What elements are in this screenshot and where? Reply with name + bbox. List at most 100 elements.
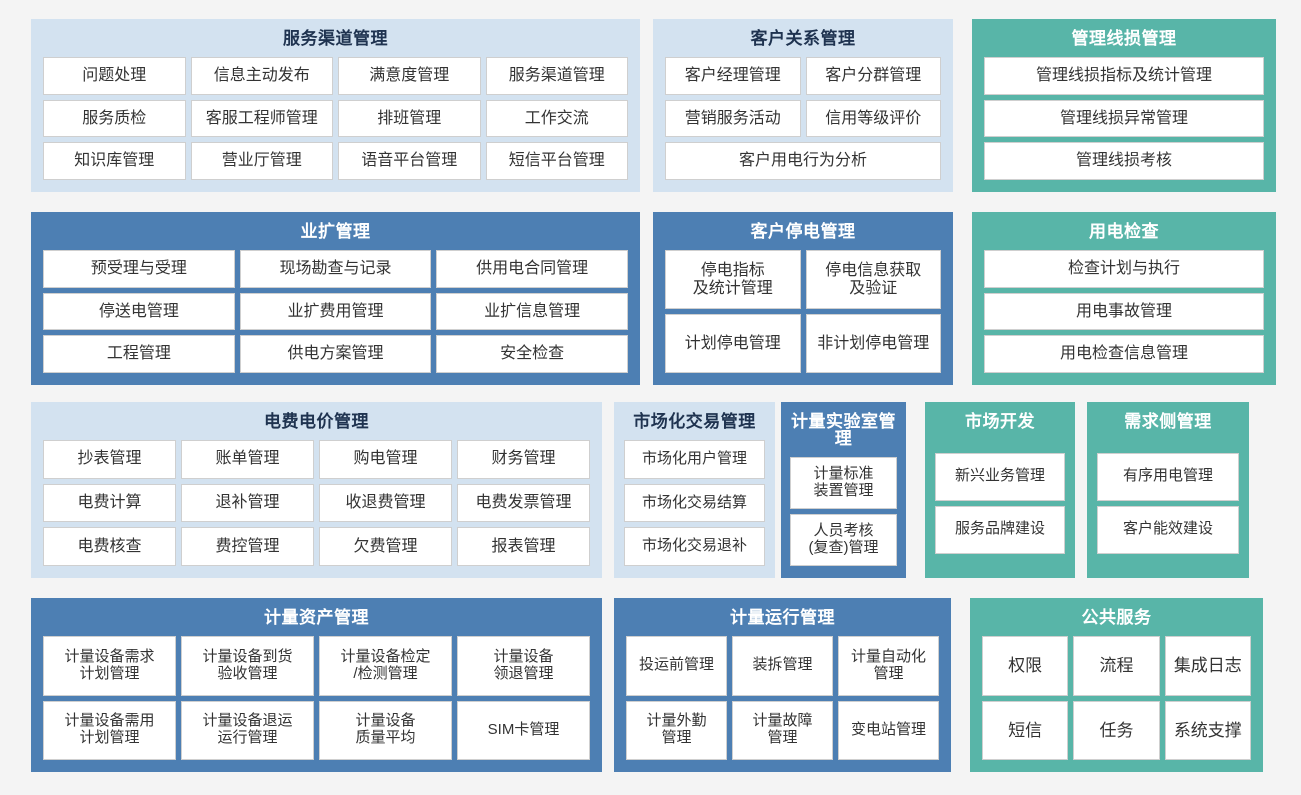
tile-item[interactable]: 营销服务活动	[665, 99, 801, 138]
tile-item[interactable]: 短信	[982, 700, 1069, 760]
tile-item[interactable]: 管理线损异常管理	[984, 99, 1264, 138]
tile-item[interactable]: 停电信息获取 及验证	[805, 250, 941, 309]
tile-item[interactable]: 购电管理	[319, 440, 452, 479]
panel-metering-laboratory-management[interactable]: 计量实验室管理 计量标准 装置管理 人员考核 (复查)管理	[781, 402, 906, 578]
tile-item[interactable]: 预受理与受理	[43, 250, 235, 288]
tile-item[interactable]: 新兴业务管理	[935, 452, 1065, 501]
tile-item[interactable]: 计量故障 管理	[732, 700, 833, 760]
tile-item[interactable]: 市场化用户管理	[624, 440, 765, 479]
tile-item[interactable]: 服务质检	[43, 99, 186, 138]
band-row-1: 服务渠道管理 问题处理 信息主动发布 满意度管理 服务渠道管理 服务质检 客服工…	[31, 19, 1276, 192]
tile-item[interactable]: 满意度管理	[338, 57, 481, 95]
tile-item[interactable]: 信用等级评价	[805, 99, 941, 138]
panel-customer-relationship-management[interactable]: 客户关系管理 客户经理管理 客户分群管理 营销服务活动 信用等级评价 客户用电行…	[653, 19, 953, 192]
tile-item[interactable]: 知识库管理	[43, 142, 186, 181]
panel-market-trading-management[interactable]: 市场化交易管理 市场化用户管理 市场化交易结算 市场化交易退补	[614, 402, 775, 578]
tile-item[interactable]: 供用电合同管理	[436, 250, 629, 288]
tile-item[interactable]: 现场勘查与记录	[239, 250, 432, 288]
tile-item[interactable]: 系统支撑	[1164, 700, 1251, 760]
tile-item[interactable]: 问题处理	[43, 57, 186, 95]
tile-item[interactable]: 业扩费用管理	[239, 292, 432, 331]
tile-item[interactable]: 客户用电行为分析	[665, 142, 941, 181]
tile-item[interactable]: 计量外勤 管理	[626, 700, 727, 760]
tile-row: 管理线损异常管理	[984, 99, 1264, 138]
tile-grid: 预受理与受理 现场勘查与记录 供用电合同管理 停送电管理 业扩费用管理 业扩信息…	[43, 250, 629, 374]
tile-item[interactable]: 市场化交易退补	[624, 527, 765, 567]
tile-item[interactable]: 用电检查信息管理	[984, 335, 1264, 374]
tile-item[interactable]: 变电站管理	[838, 700, 939, 760]
tile-item[interactable]: 计量设备检定 /检测管理	[319, 636, 452, 696]
tile-item[interactable]: 停送电管理	[43, 292, 235, 331]
tile-item[interactable]: 计量设备到货 验收管理	[181, 636, 314, 696]
tile-item[interactable]: 流程	[1073, 636, 1160, 696]
tile-item[interactable]: 客户分群管理	[805, 57, 941, 95]
tile-item[interactable]: 账单管理	[181, 440, 314, 479]
tile-item[interactable]: 权限	[982, 636, 1069, 696]
tile-item[interactable]: 用电事故管理	[984, 292, 1264, 331]
tile-item[interactable]: 装拆管理	[732, 636, 833, 696]
panel-market-development[interactable]: 市场开发 新兴业务管理 服务品牌建设	[925, 402, 1075, 578]
tile-item[interactable]: 投运前管理	[626, 636, 727, 696]
tile-item[interactable]: 计量标准 装置管理	[790, 457, 897, 509]
tile-item[interactable]: 营业厅管理	[190, 142, 333, 181]
tile-item[interactable]: 管理线损考核	[984, 142, 1264, 181]
tile-item[interactable]: 抄表管理	[43, 440, 176, 479]
tile-item[interactable]: 计划停电管理	[665, 314, 801, 373]
tile-item[interactable]: 集成日志	[1164, 636, 1251, 696]
panel-business-expansion-management[interactable]: 业扩管理 预受理与受理 现场勘查与记录 供用电合同管理 停送电管理 业扩费用管理…	[31, 212, 640, 385]
panel-line-loss-management[interactable]: 管理线损管理 管理线损指标及统计管理 管理线损异常管理 管理线损考核	[972, 19, 1276, 192]
tile-item[interactable]: 信息主动发布	[190, 57, 333, 95]
panel-demand-side-management[interactable]: 需求侧管理 有序用电管理 客户能效建设	[1087, 402, 1249, 578]
tile-item[interactable]: 非计划停电管理	[805, 314, 941, 373]
tile-item[interactable]: 电费计算	[43, 483, 176, 523]
tile-item[interactable]: 计量设备需求 计划管理	[43, 636, 176, 696]
tile-item[interactable]: 计量设备 质量平均	[319, 700, 452, 760]
tile-item[interactable]: 工作交流	[485, 99, 628, 138]
panel-title: 电费电价管理	[264, 412, 369, 431]
panel-public-services[interactable]: 公共服务 权限 流程 集成日志 短信 任务 系统支撑	[970, 598, 1263, 772]
tile-item[interactable]: 计量设备 领退管理	[457, 636, 590, 696]
tile-grid: 投运前管理 装拆管理 计量自动化 管理 计量外勤 管理 计量故障 管理 变电站管…	[626, 636, 939, 760]
tile-item[interactable]: 停电指标 及统计管理	[665, 250, 801, 309]
tile-item[interactable]: 客户经理管理	[665, 57, 801, 95]
tile-item[interactable]: 安全检查	[436, 335, 629, 374]
tile-item[interactable]: 服务品牌建设	[935, 505, 1065, 554]
panel-metering-operation-management[interactable]: 计量运行管理 投运前管理 装拆管理 计量自动化 管理 计量外勤 管理 计量故障 …	[614, 598, 951, 772]
tile-item[interactable]: 费控管理	[181, 527, 314, 567]
tile-item[interactable]: 语音平台管理	[338, 142, 481, 181]
tile-grid: 问题处理 信息主动发布 满意度管理 服务渠道管理 服务质检 客服工程师管理 排班…	[43, 57, 628, 181]
tile-item[interactable]: 客服工程师管理	[190, 99, 333, 138]
tile-item[interactable]: 任务	[1073, 700, 1160, 760]
tile-item[interactable]: 计量设备退运 运行管理	[181, 700, 314, 760]
tile-item[interactable]: 财务管理	[457, 440, 590, 479]
tile-item[interactable]: 供电方案管理	[239, 335, 432, 374]
panel-power-usage-inspection[interactable]: 用电检查 检查计划与执行 用电事故管理 用电检查信息管理	[972, 212, 1276, 385]
tile-item[interactable]: 管理线损指标及统计管理	[984, 57, 1264, 95]
tile-item[interactable]: 检查计划与执行	[984, 250, 1264, 288]
tile-item[interactable]: 人员考核 (复查)管理	[790, 514, 897, 566]
tile-item[interactable]: 排班管理	[338, 99, 481, 138]
tile-item[interactable]: 业扩信息管理	[436, 292, 629, 331]
panel-metering-asset-management[interactable]: 计量资产管理 计量设备需求 计划管理 计量设备到货 验收管理 计量设备检定 /检…	[31, 598, 602, 772]
tile-item[interactable]: 客户能效建设	[1097, 505, 1239, 554]
tile-item[interactable]: 工程管理	[43, 335, 235, 374]
tile-row: 预受理与受理 现场勘查与记录 供用电合同管理	[43, 250, 629, 288]
tile-item[interactable]: SIM卡管理	[457, 700, 590, 760]
tile-item[interactable]: 电费核查	[43, 527, 176, 567]
tile-item[interactable]: 计量设备需用 计划管理	[43, 700, 176, 760]
panel-customer-outage-management[interactable]: 客户停电管理 停电指标 及统计管理 停电信息获取 及验证 计划停电管理 非计划停…	[653, 212, 953, 385]
tile-item[interactable]: 市场化交易结算	[624, 483, 765, 523]
tile-item[interactable]: 短信平台管理	[485, 142, 628, 181]
tile-item[interactable]: 退补管理	[181, 483, 314, 523]
tile-item[interactable]: 服务渠道管理	[485, 57, 628, 95]
band-row-2: 业扩管理 预受理与受理 现场勘查与记录 供用电合同管理 停送电管理 业扩费用管理…	[31, 212, 1276, 385]
tile-item[interactable]: 欠费管理	[319, 527, 452, 567]
panel-service-channel-management[interactable]: 服务渠道管理 问题处理 信息主动发布 满意度管理 服务渠道管理 服务质检 客服工…	[31, 19, 640, 192]
tile-item[interactable]: 有序用电管理	[1097, 452, 1239, 501]
tile-row: 新兴业务管理	[935, 452, 1065, 501]
tile-item[interactable]: 电费发票管理	[457, 483, 590, 523]
tile-item[interactable]: 收退费管理	[319, 483, 452, 523]
tile-item[interactable]: 报表管理	[457, 527, 590, 567]
panel-electricity-fee-price-management[interactable]: 电费电价管理 抄表管理 账单管理 购电管理 财务管理 电费计算 退补管理 收退费…	[31, 402, 602, 578]
tile-item[interactable]: 计量自动化 管理	[838, 636, 939, 696]
